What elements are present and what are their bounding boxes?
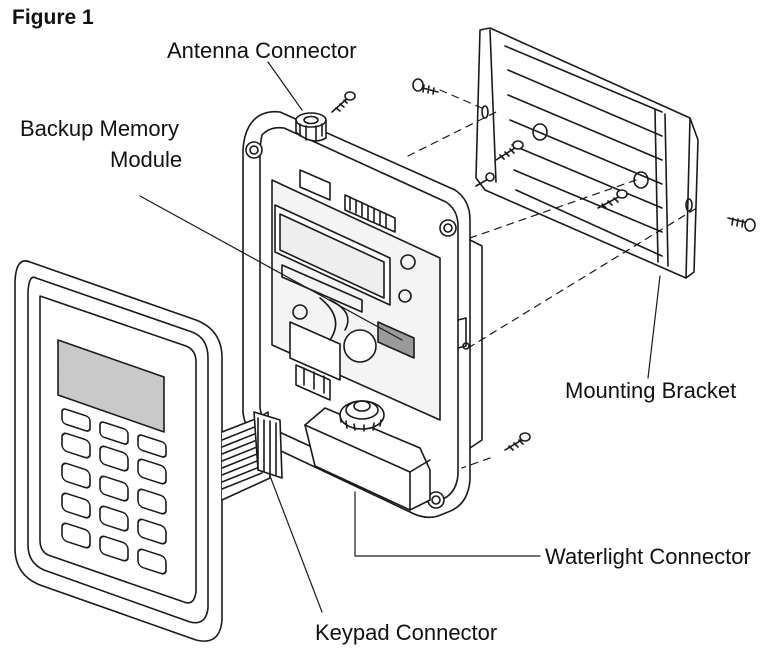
- antenna-connector-label: Antenna Connector: [167, 38, 357, 63]
- leader-backup-memory: [139, 195, 403, 341]
- backup-memory-label-line2: Module: [110, 147, 183, 172]
- screw-bracket-right: [727, 217, 756, 232]
- screw-bracket-left: [495, 140, 524, 161]
- antenna-connector: [295, 112, 327, 142]
- keypad-ribbon-cable: [221, 411, 283, 501]
- leader-lines: [139, 61, 661, 613]
- figure-title: Figure 1: [12, 6, 94, 29]
- circuit-board: [271, 169, 441, 421]
- backup-memory-module: [377, 321, 415, 359]
- keypad-connector-label: Keypad Connector: [315, 620, 498, 645]
- leader-waterlight: [354, 491, 541, 557]
- screw-bottom: [504, 432, 531, 451]
- screw-bracket-mid: [597, 189, 628, 209]
- mounting-bracket-label: Mounting Bracket: [565, 378, 737, 403]
- keypad: [14, 260, 223, 642]
- screw-bracket-left-2: [475, 172, 495, 187]
- leader-antenna: [267, 61, 303, 111]
- backup-memory-label-line1: Backup Memory: [20, 116, 179, 141]
- leader-mounting-bracket: [647, 275, 661, 379]
- screws: [331, 78, 756, 451]
- mounting-bracket: [475, 27, 699, 279]
- screw-top-left: [331, 91, 356, 113]
- waterlight-connector-label: Waterlight Connector: [545, 544, 751, 569]
- waterlight-connector: [304, 400, 431, 511]
- leader-keypad: [269, 475, 323, 613]
- screw-bracket-top: [412, 78, 439, 95]
- alignment-lines: [407, 89, 701, 469]
- keypad-display: [57, 339, 165, 433]
- keypad-buttons: [61, 408, 167, 575]
